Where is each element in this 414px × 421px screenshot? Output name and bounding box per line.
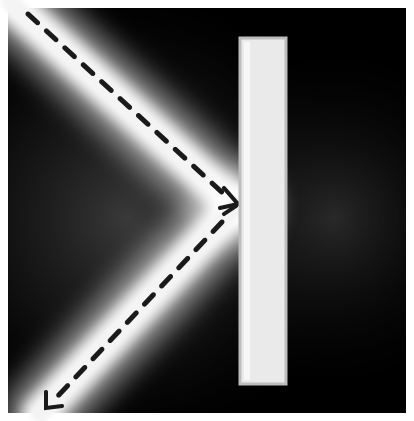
mirror-plate [240,38,286,384]
